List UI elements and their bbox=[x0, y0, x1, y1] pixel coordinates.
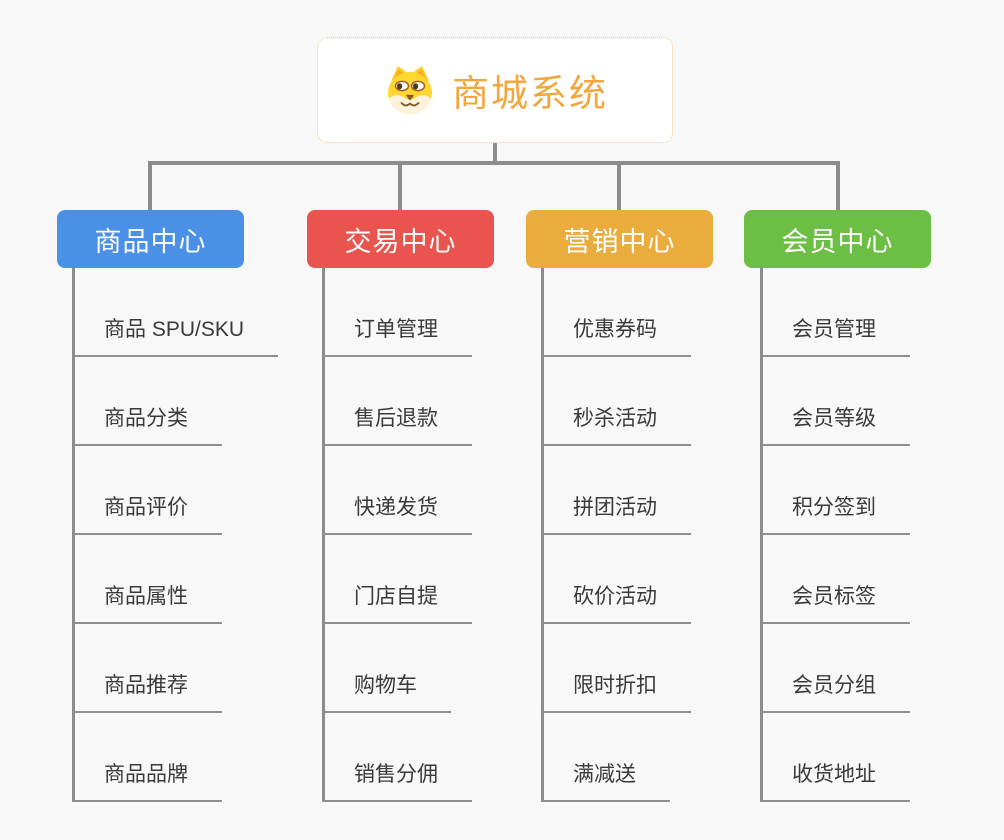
child-node[interactable]: 砍价活动 bbox=[541, 576, 691, 624]
connector-drop bbox=[617, 163, 621, 210]
child-node[interactable]: 商品 SPU/SKU bbox=[72, 309, 279, 357]
child-node[interactable]: 商品推荐 bbox=[72, 665, 222, 713]
child-node[interactable]: 会员分组 bbox=[760, 665, 910, 713]
child-node[interactable]: 商品评价 bbox=[72, 487, 222, 535]
connector-drop bbox=[398, 163, 402, 210]
child-node[interactable]: 商品属性 bbox=[72, 576, 222, 624]
child-node[interactable]: 门店自提 bbox=[322, 576, 472, 624]
connector-drop bbox=[836, 163, 840, 210]
child-node[interactable]: 会员标签 bbox=[760, 576, 910, 624]
branch-rail bbox=[72, 268, 75, 802]
branch-node-trade[interactable]: 交易中心 bbox=[307, 210, 494, 268]
child-node[interactable]: 优惠券码 bbox=[541, 309, 691, 357]
connector-drop bbox=[148, 163, 152, 210]
child-node[interactable]: 快递发货 bbox=[322, 487, 472, 535]
child-node[interactable]: 会员等级 bbox=[760, 398, 910, 446]
branch-rail bbox=[322, 268, 325, 802]
child-node[interactable]: 收货地址 bbox=[760, 754, 910, 802]
branch-rail bbox=[541, 268, 544, 802]
branch-node-member[interactable]: 会员中心 bbox=[744, 210, 931, 268]
connector-stem bbox=[493, 143, 497, 163]
dog-face-icon bbox=[388, 66, 432, 114]
child-node[interactable]: 销售分佣 bbox=[322, 754, 472, 802]
child-node[interactable]: 售后退款 bbox=[322, 398, 472, 446]
child-node[interactable]: 满减送 bbox=[541, 754, 670, 802]
child-node[interactable]: 拼团活动 bbox=[541, 487, 691, 535]
branch-rail bbox=[760, 268, 763, 802]
child-node[interactable]: 会员管理 bbox=[760, 309, 910, 357]
connector-bus bbox=[148, 161, 840, 165]
root-title: 商城系统 bbox=[452, 73, 608, 114]
branch-node-marketing[interactable]: 营销中心 bbox=[526, 210, 713, 268]
child-node[interactable]: 秒杀活动 bbox=[541, 398, 691, 446]
child-node[interactable]: 商品品牌 bbox=[72, 754, 222, 802]
child-node[interactable]: 商品分类 bbox=[72, 398, 222, 446]
child-node[interactable]: 限时折扣 bbox=[541, 665, 691, 713]
child-node[interactable]: 购物车 bbox=[322, 665, 451, 713]
root-node[interactable]: 商城系统 bbox=[317, 37, 673, 143]
child-node[interactable]: 积分签到 bbox=[760, 487, 910, 535]
branch-node-product[interactable]: 商品中心 bbox=[57, 210, 244, 268]
child-node[interactable]: 订单管理 bbox=[322, 309, 472, 357]
